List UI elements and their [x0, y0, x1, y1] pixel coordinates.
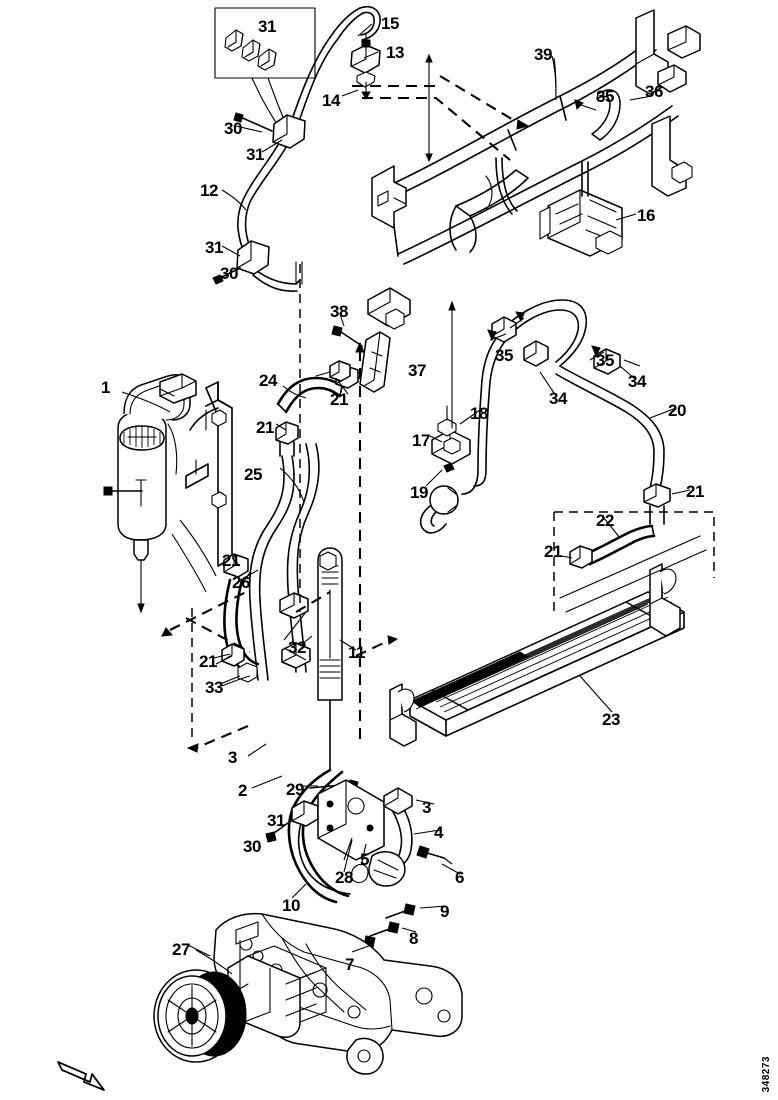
callout-18: 18: [470, 404, 488, 423]
callout-15: 15: [381, 14, 399, 33]
pump-and-engine: [153, 912, 463, 1075]
callout-35c: 35: [596, 351, 614, 370]
callout-32: 32: [288, 638, 306, 657]
callout-31d: 31: [267, 811, 285, 830]
callout-31c: 31: [205, 238, 223, 257]
callout-39: 39: [534, 45, 552, 64]
hose-11: [317, 547, 343, 771]
hose-2-10: [265, 768, 453, 951]
leader-lines: [121, 23, 691, 957]
callout-36: 36: [645, 82, 663, 101]
callout-2: 2: [238, 781, 247, 800]
callout-21c: 21: [686, 482, 704, 501]
pipe-assembly-12: [212, 6, 381, 292]
callout-21e: 21: [222, 551, 240, 570]
bracket-clamp-13: [350, 32, 381, 101]
callout-30b: 30: [220, 264, 238, 283]
callout-27: 27: [172, 940, 190, 959]
callout-5: 5: [360, 850, 369, 869]
callout-14: 14: [322, 91, 340, 110]
assembly-guide: [554, 511, 715, 578]
callout-21f: 21: [199, 652, 217, 671]
callout-1: 1: [101, 378, 110, 397]
callout-10: 10: [282, 896, 300, 915]
callout-9: 9: [440, 902, 449, 921]
callout-23: 23: [602, 710, 620, 729]
callout-21: 21: [330, 390, 348, 409]
callout-26: 26: [232, 573, 250, 592]
callout-6: 6: [455, 868, 464, 887]
reservoir-1: [103, 373, 197, 614]
reservoir-bracket: [171, 381, 233, 593]
hose-24: [275, 365, 359, 457]
callout-30: 30: [224, 119, 242, 138]
callout-21b: 21: [256, 418, 274, 437]
callout-38: 38: [330, 302, 348, 321]
callout-30c: 30: [243, 837, 261, 856]
front-direction-arrow: [57, 1061, 105, 1091]
callout-3b: 3: [422, 798, 431, 817]
hose-26-33: [215, 553, 260, 687]
callout-29: 29: [286, 780, 304, 799]
callout-8: 8: [409, 929, 418, 948]
callout-19: 19: [410, 483, 428, 502]
oil-cooler-23: [389, 511, 715, 747]
callout-11: 11: [348, 643, 365, 662]
pipe-20-assembly: [419, 299, 671, 534]
callout-17: 17: [412, 431, 430, 450]
callout-25: 25: [244, 465, 262, 484]
callout-22: 22: [596, 511, 614, 530]
assembly-guide: [362, 96, 511, 161]
assembly-guide: [169, 589, 251, 631]
callout-33: 33: [205, 678, 223, 697]
callout-7: 7: [345, 955, 354, 974]
rear-frame-assembly: [371, 9, 701, 265]
pipe-25: [248, 443, 320, 681]
callout-3: 3: [228, 748, 237, 767]
callout-12: 12: [200, 181, 218, 200]
bracket-37: [315, 287, 411, 393]
callout-35b: 35: [495, 346, 513, 365]
callout-31b: 31: [246, 145, 264, 164]
callout-21d: 21: [544, 542, 562, 561]
callout-34: 34: [549, 389, 567, 408]
callout-24: 24: [259, 371, 277, 390]
callout-4: 4: [434, 823, 443, 842]
callout-37: 37: [408, 361, 426, 380]
callout-28: 28: [335, 868, 353, 887]
callout-16: 16: [637, 206, 655, 225]
callout-20: 20: [668, 401, 686, 420]
callout-34b: 34: [628, 372, 646, 391]
callout-35: 35: [596, 87, 614, 106]
hose-22: [561, 524, 656, 569]
detail-box-clamps: [214, 7, 316, 133]
callout-13: 13: [386, 43, 404, 62]
drawing-number: 348273: [761, 1055, 772, 1092]
callout-31: 31: [258, 17, 276, 36]
